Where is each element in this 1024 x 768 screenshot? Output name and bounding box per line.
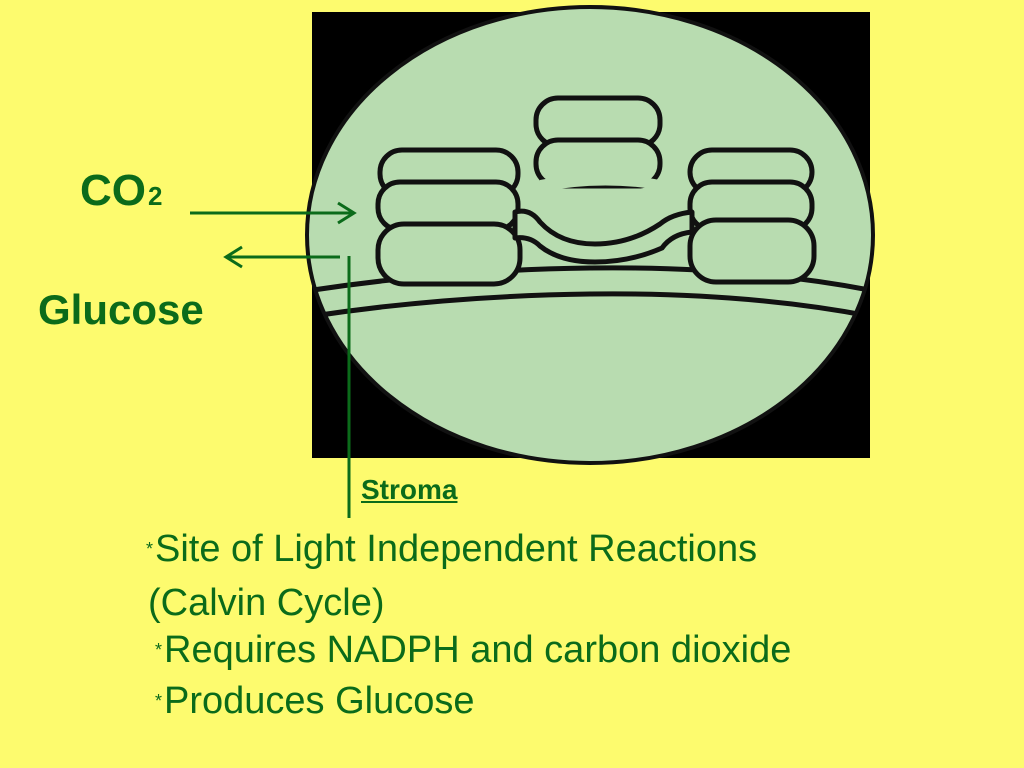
granum-left (375, 147, 523, 287)
arrow-right-icon (190, 201, 357, 225)
bullet-marker: * (155, 640, 163, 660)
bullet-site: *Site of Light Independent Reactions (146, 530, 757, 568)
bullet-marker: * (146, 539, 154, 559)
bullet-site-continuation: (Calvin Cycle) (148, 582, 385, 624)
arrow-left-icon (223, 245, 340, 269)
bullet-site-text: Site of Light Independent Reactions (155, 528, 758, 570)
glucose-label: Glucose (38, 286, 204, 333)
bullet-marker: * (155, 691, 163, 711)
bullet-produces-text: Produces Glucose (164, 680, 475, 722)
stroma-label: Stroma (361, 474, 458, 505)
bullet-requires-text: Requires NADPH and carbon dioxide (164, 629, 792, 671)
bullet-requires: *Requires NADPH and carbon dioxide (155, 631, 791, 669)
stroma-lamella (512, 208, 695, 265)
co2-label: CO2 (80, 166, 162, 216)
granum-right (687, 147, 817, 285)
co2-label-main: CO (80, 166, 146, 215)
granum-center (533, 95, 663, 189)
co2-label-subscript: 2 (148, 181, 163, 211)
chloroplast-icon (305, 5, 875, 465)
bullet-produces: *Produces Glucose (155, 682, 475, 720)
